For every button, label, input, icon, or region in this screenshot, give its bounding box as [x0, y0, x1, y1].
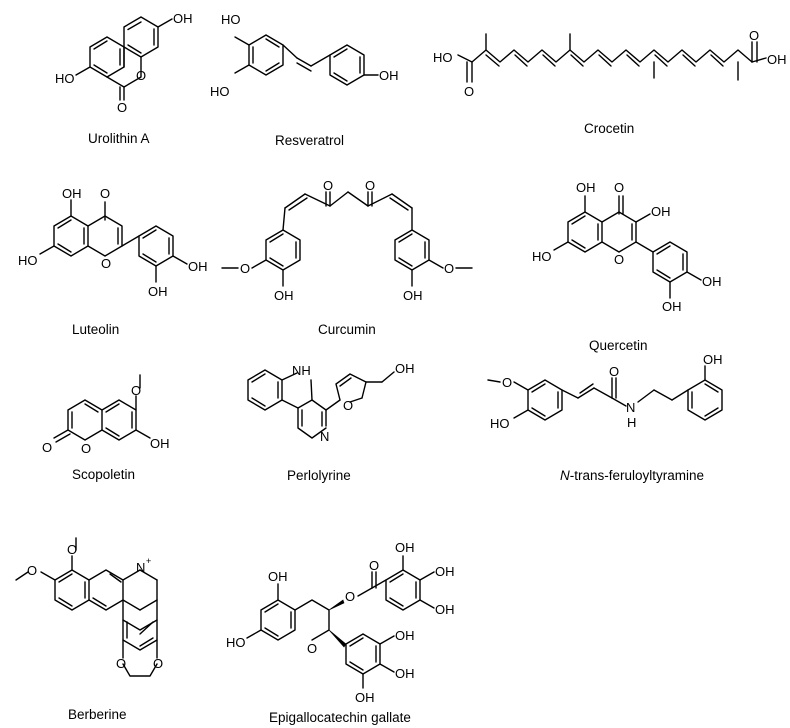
- quercetin-ring-o: O: [614, 252, 624, 267]
- caption-perlolyrine: Perlolyrine: [287, 468, 351, 483]
- crocetin-ho-left: HO: [433, 50, 453, 65]
- egcg-gallate-oh-mid: OH: [435, 564, 455, 579]
- caption-quercetin: Quercetin: [589, 338, 648, 353]
- perlolyrine-structure: [247, 369, 395, 439]
- egcg-oh-a-ring-top: OH: [268, 569, 288, 584]
- urolithin-a-ho-left: HO: [55, 71, 75, 86]
- quercetin-oh-top: OH: [576, 180, 596, 195]
- caption-crocetin: Crocetin: [584, 121, 634, 136]
- egcg-gallate-oh-top: OH: [395, 540, 415, 555]
- berberine-dioxole-o-left: O: [116, 656, 126, 671]
- berberine-methoxy-o-left: O: [27, 563, 37, 578]
- scopoletin-oh: OH: [150, 436, 170, 451]
- crocetin-o-right: O: [749, 28, 759, 43]
- caption-berberine: Berberine: [68, 707, 127, 722]
- caption-resveratrol: Resveratrol: [275, 133, 344, 148]
- berberine-structure: [15, 537, 158, 677]
- n-trans-feruloyltyramine-structure: [487, 365, 723, 421]
- luteolin-oh-top: OH: [62, 186, 82, 201]
- scopoletin-carbonyl-o: O: [42, 440, 52, 455]
- berberine-dioxole-o-right: O: [153, 656, 163, 671]
- egcg-ester-o: O: [345, 589, 355, 604]
- luteolin-ring-o: O: [101, 256, 111, 271]
- resveratrol-ho-top: HO: [221, 12, 241, 27]
- luteolin-structure: [39, 199, 188, 283]
- berberine-methoxy-o-top: O: [67, 542, 77, 557]
- urolithin-a-ring-o: O: [136, 68, 146, 83]
- crocetin-oh-right: OH: [767, 52, 787, 67]
- urolithin-a-structure: [75, 16, 173, 101]
- caption-scopoletin: Scopoletin: [72, 467, 135, 482]
- quercetin-oh-right: OH: [702, 274, 722, 289]
- caption-curcumin: Curcumin: [318, 322, 376, 337]
- caption-urolithin-a: Urolithin A: [88, 131, 150, 146]
- caption-n-prefix: N: [560, 468, 570, 483]
- egcg-b-ring-oh-mid: OH: [395, 666, 415, 681]
- feruloyltyramine-carbonyl-o: O: [609, 364, 619, 379]
- perlolyrine-nh: NH: [292, 363, 311, 378]
- egcg-b-ring-oh-top: OH: [395, 628, 415, 643]
- curcumin-methoxy-o-left: O: [240, 261, 250, 276]
- scopoletin-ring-o: O: [81, 441, 91, 456]
- urolithin-a-oh-top: OH: [173, 11, 193, 26]
- quercetin-carbonyl-o: O: [614, 180, 624, 195]
- caption-n-rest: -trans-feruloyltyramine: [570, 468, 704, 483]
- caption-epigallocatechin-gallate: Epigallocatechin gallate: [269, 710, 411, 725]
- crocetin-o-left: O: [464, 84, 474, 99]
- curcumin-structure: [221, 191, 473, 287]
- quercetin-oh-c3: OH: [651, 204, 671, 219]
- resveratrol-ho-bottom: HO: [210, 84, 230, 99]
- feruloyltyramine-ho: HO: [490, 416, 510, 431]
- curcumin-methoxy-o-right: O: [444, 261, 454, 276]
- luteolin-carbonyl-o: O: [100, 186, 110, 201]
- curcumin-carbonyl-o-right: O: [365, 178, 375, 193]
- egcg-carbonyl-o: O: [369, 558, 379, 573]
- feruloyltyramine-oh: OH: [703, 352, 723, 367]
- caption-luteolin: Luteolin: [72, 322, 119, 337]
- perlolyrine-furan-o: O: [343, 398, 353, 413]
- caption-n-trans-feruloyltyramine: N-trans-feruloyltyramine: [560, 468, 704, 483]
- crocetin-structure: [457, 33, 767, 83]
- egcg-gallate-oh-bottom: OH: [435, 602, 455, 617]
- quercetin-oh-bottom: OH: [662, 299, 682, 314]
- luteolin-ho-left: HO: [18, 253, 38, 268]
- epigallocatechin-gallate-structure: [246, 555, 435, 689]
- scopoletin-structure: [53, 374, 151, 443]
- perlolyrine-oh: OH: [395, 361, 415, 376]
- luteolin-oh-bottom: OH: [148, 284, 168, 299]
- curcumin-oh-left: OH: [274, 288, 294, 303]
- urolithin-a-carbonyl-o: O: [117, 100, 127, 115]
- resveratrol-oh-right: OH: [379, 68, 399, 83]
- scopoletin-methoxy-o: O: [131, 383, 141, 398]
- berberine-n: N: [136, 560, 145, 575]
- quercetin-structure: [553, 195, 702, 299]
- feruloyltyramine-nh-h: H: [627, 415, 636, 430]
- feruloyltyramine-n: N: [626, 400, 635, 415]
- curcumin-oh-right: OH: [403, 288, 423, 303]
- egcg-ring-o: O: [307, 641, 317, 656]
- egcg-b-ring-oh-bottom: OH: [355, 690, 375, 705]
- egcg-ho-left: HO: [226, 635, 246, 650]
- curcumin-carbonyl-o-left: O: [323, 178, 333, 193]
- perlolyrine-pyridine-n: N: [320, 429, 329, 444]
- feruloyltyramine-methoxy-o: O: [502, 375, 512, 390]
- berberine-plus: +: [146, 556, 151, 566]
- luteolin-oh-right: OH: [188, 259, 208, 274]
- resveratrol-structure: [234, 34, 379, 86]
- quercetin-ho-left: HO: [532, 249, 552, 264]
